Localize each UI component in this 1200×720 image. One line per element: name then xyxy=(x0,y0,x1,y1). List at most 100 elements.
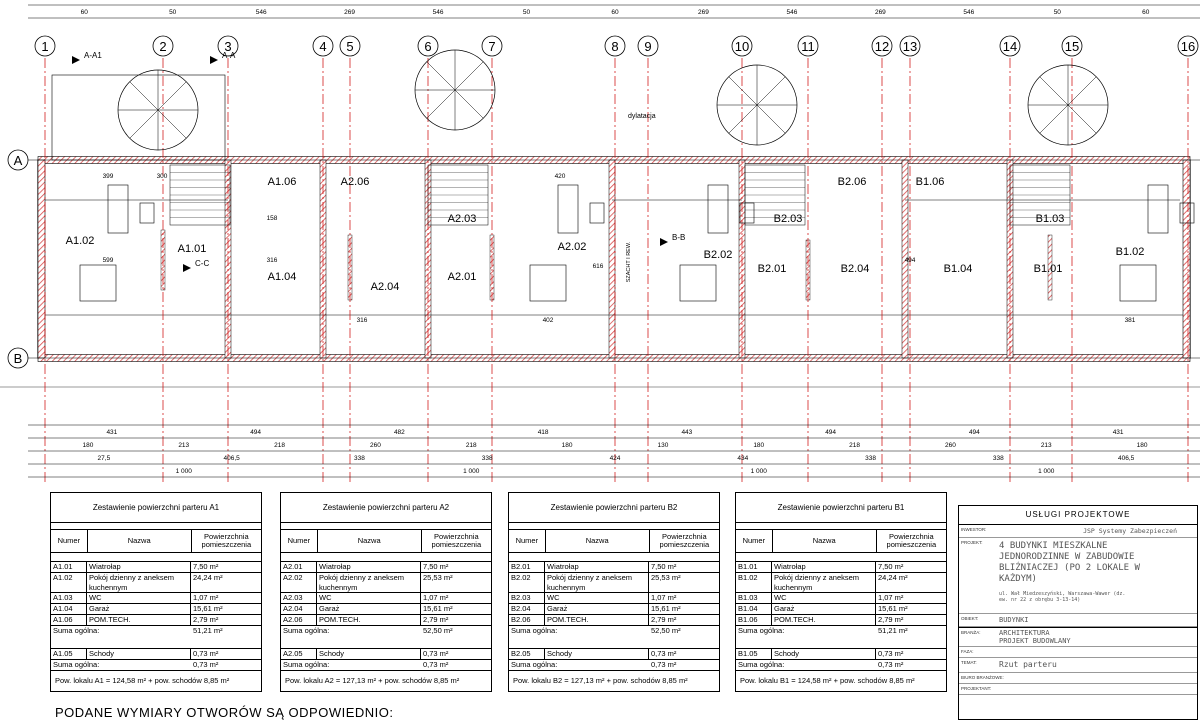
dimension-text: 60 xyxy=(81,9,89,16)
umbrella-rib xyxy=(157,109,187,139)
table-cell: B2.01 xyxy=(509,562,545,572)
dimension-text: 494 xyxy=(905,257,916,264)
dimension-text: 431 xyxy=(1113,429,1124,436)
dimension-text: 316 xyxy=(267,257,278,264)
dimension-text: 269 xyxy=(344,9,355,16)
axis-label: 13 xyxy=(903,39,917,54)
umbrella-rib xyxy=(157,81,187,111)
table-cell: 1,07 m² xyxy=(878,593,904,602)
dimension-text: 402 xyxy=(543,317,554,324)
dimension-text: 494 xyxy=(969,429,980,436)
dimension-text: 338 xyxy=(482,455,493,462)
table-cell: A1.06 xyxy=(51,615,87,625)
table-cell: Pokój dzienny z aneksem kuchennym xyxy=(772,573,876,592)
axis-label: 14 xyxy=(1003,39,1017,54)
table-cell: 7,50 m² xyxy=(423,562,449,571)
wall xyxy=(1182,159,1191,359)
sum-row: Suma ogólna:52,50 m² xyxy=(509,626,719,636)
sum-row: Suma ogólna:0,73 m² xyxy=(509,660,719,670)
table-cell: Garaż xyxy=(772,604,876,614)
dimension-text: 269 xyxy=(698,9,709,16)
table-cell: B2.04 xyxy=(509,604,545,614)
dining-table xyxy=(679,264,717,302)
table-cell: 15,61 m² xyxy=(651,604,681,613)
axis-bubble xyxy=(152,35,174,57)
sum-label: Suma ogólna: xyxy=(53,660,100,669)
dimension-text: 50 xyxy=(169,9,177,16)
dimension-text: 180 xyxy=(1137,442,1148,449)
room-label: B1.06 xyxy=(916,176,945,188)
axis-bubble xyxy=(1177,35,1199,57)
axis-bubble xyxy=(731,35,753,57)
table-cell: WC xyxy=(772,593,876,603)
column-header: Powierzchnia pomieszczenia xyxy=(201,532,252,549)
table-cell: B1.02 xyxy=(736,573,772,592)
sofa xyxy=(107,184,129,234)
room-label: B1.04 xyxy=(944,263,973,275)
office-label: BIURO BRANŻOWE: xyxy=(961,675,1004,680)
sum-label: Suma ogólna: xyxy=(738,626,785,635)
table-cell: 15,61 m² xyxy=(193,604,223,613)
sum-value: 52,50 m² xyxy=(651,626,681,635)
table-cell: 24,24 m² xyxy=(193,573,223,582)
column-header: Numer xyxy=(281,530,318,552)
section-mark: B-B xyxy=(672,233,685,242)
dimension-text: 158 xyxy=(267,215,278,222)
table-cell: POM.TECH. xyxy=(87,615,191,625)
table-cell: 2,79 m² xyxy=(878,615,904,624)
row-axis-label: B xyxy=(14,351,23,366)
room-label: A1.02 xyxy=(66,235,95,247)
dimension-text: 599 xyxy=(103,257,114,264)
umbrella-rib xyxy=(728,104,758,134)
table-cell: Pokój dzienny z aneksem kuchennym xyxy=(87,573,191,592)
room-label: A2.01 xyxy=(448,271,477,283)
table-cell: 0,73 m² xyxy=(193,649,219,658)
table-cell: A2.04 xyxy=(281,604,317,614)
subject-label: TEMAT: xyxy=(961,660,977,665)
table-cell: A2.02 xyxy=(281,573,317,592)
dimension-text: 316 xyxy=(357,317,368,324)
table-cell: A1.03 xyxy=(51,593,87,603)
axis-label: 6 xyxy=(424,39,431,54)
table-cell: WC xyxy=(87,593,191,603)
dining-table xyxy=(1119,264,1157,302)
axis-bubble xyxy=(312,35,334,57)
table-cell: 0,73 m² xyxy=(651,649,677,658)
axis-label: 1 xyxy=(41,39,48,54)
dimension-text: 431 xyxy=(106,429,117,436)
sum-label: Suma ogólna: xyxy=(283,660,330,669)
dimension-text: 546 xyxy=(963,9,974,16)
table-cell: 7,50 m² xyxy=(193,562,219,571)
umbrella-rib xyxy=(756,104,786,134)
table-cell: A1.01 xyxy=(51,562,87,572)
section-mark: A-A1 xyxy=(84,51,102,60)
table-cell: Garaż xyxy=(317,604,421,614)
room-label: A1.06 xyxy=(268,176,297,188)
section-arrow xyxy=(660,238,668,246)
room-label: A1.04 xyxy=(268,271,297,283)
dimension-text: 213 xyxy=(1041,442,1052,449)
project-label: PROJEKT: xyxy=(961,540,983,545)
sum-value: 0,73 m² xyxy=(193,660,219,669)
column-header: Powierzchnia pomieszczenia xyxy=(659,532,710,549)
room-label: B2.03 xyxy=(774,213,803,225)
investor-value: JSP Systemy Zabezpieczeń xyxy=(1083,527,1177,535)
